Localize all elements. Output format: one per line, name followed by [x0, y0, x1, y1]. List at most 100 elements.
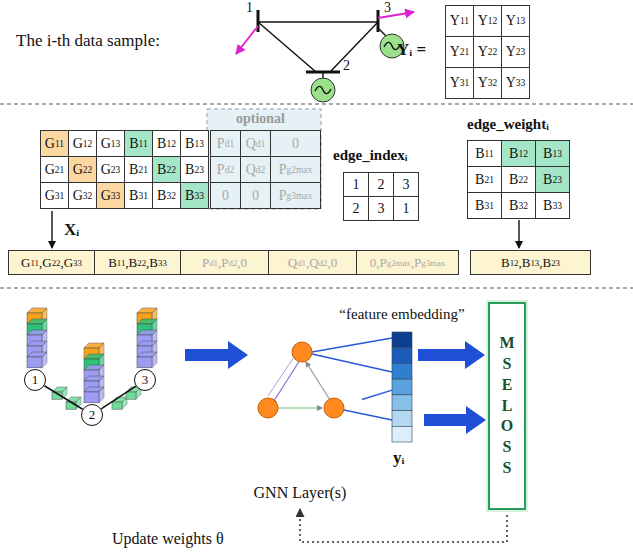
cube-face [84, 392, 99, 403]
embedding-vector [392, 332, 412, 442]
matrix-cell: B13 [180, 130, 209, 157]
matrix-cell: Pg3max [270, 182, 321, 209]
matrix-cell: B23 [180, 156, 209, 183]
embedding-label: “feature embedding” [339, 306, 464, 323]
embedding-cell [392, 411, 412, 427]
matrix-cell: B21 [467, 166, 502, 193]
matrix-cell: B23 [535, 166, 570, 193]
matrix-cell: Qd1 [240, 130, 271, 157]
power-system [258, 10, 386, 78]
bus-number: 2 [343, 58, 350, 74]
matrix-cell: B12 [152, 130, 181, 157]
loss-text: MSE LOSS [499, 333, 515, 479]
big-arrow [185, 341, 248, 369]
matrix-cell: G33 [96, 182, 125, 209]
matrix-cell: G21 [40, 156, 69, 183]
matrix-cell: B32 [152, 182, 181, 209]
big-arrow [418, 341, 485, 369]
generator-symbol [311, 34, 404, 102]
cube-face [152, 352, 157, 368]
cube-face [27, 357, 42, 368]
node-text: 3 [142, 373, 149, 387]
graph-node: 3 [134, 369, 156, 391]
matrix-cell: 0 [210, 182, 241, 209]
embedding-cell [392, 363, 412, 379]
matrix-cell: B33 [535, 192, 570, 219]
matrix-cell: B21 [124, 156, 153, 183]
output-name: yᵢ [393, 448, 405, 468]
matrix-cell: Y31 [445, 67, 474, 99]
connector [101, 386, 136, 409]
connector [44, 386, 82, 409]
down-arrow [51, 211, 52, 248]
gnn-graph [258, 338, 392, 420]
tensor-name: Xᵢ [64, 220, 79, 240]
embedding-cell [392, 348, 412, 364]
matrix-cell: G12 [68, 130, 97, 157]
matrix-cell: B32 [501, 192, 536, 219]
matrix-cell: Pd2 [210, 156, 241, 183]
matrix-cell: Pd1 [210, 130, 241, 157]
feedback-label: Update weights θ [112, 530, 224, 548]
matrix-cell: B11 [467, 140, 502, 167]
matrix-cell: Y22 [473, 36, 502, 68]
matrix-cell: 0 [270, 130, 321, 157]
embedding-cell [392, 332, 412, 348]
matrix-cell: Qd2 [240, 156, 271, 183]
tensor-name: edge_weightᵢ [467, 116, 549, 133]
matrix-cell: G32 [68, 182, 97, 209]
matrix-cell: Y32 [473, 67, 502, 99]
matrix-cell: 0 [240, 182, 271, 209]
separator [0, 288, 633, 289]
matrix-cell: Y13 [501, 5, 530, 37]
gnn-block: GNN Layer(s) [238, 330, 362, 508]
cube-face [42, 352, 47, 368]
embedding-cell [392, 395, 412, 411]
matrix-cell: 3 [393, 172, 419, 197]
vector-cell: G11,G22,G33 [8, 250, 95, 275]
cube-face [66, 402, 76, 409]
embedding-node: “feature embedding” [392, 332, 412, 442]
bus-number: 1 [246, 0, 253, 16]
matrix-cell: B22 [501, 166, 536, 193]
cube-face [99, 387, 104, 403]
optional-label: optional [236, 111, 285, 127]
feedback-arrow [300, 509, 507, 542]
vector-cell: Qd1,Qd2,0 [268, 250, 357, 275]
loss-box: MSE LOSS [488, 302, 526, 510]
matrix-cell: B33 [180, 182, 209, 209]
separator [0, 104, 633, 105]
cube-face [112, 402, 122, 409]
intro-text: The i-th data sample: [16, 31, 160, 51]
matrix-cell: 2 [343, 196, 369, 221]
vector-cell: Pd1,Pd2,0 [180, 250, 269, 275]
vector-cell: B11,B22,B33 [94, 250, 181, 275]
connector [362, 390, 392, 399]
load-arrow [378, 12, 414, 18]
matrix-cell: G11 [40, 130, 69, 157]
embedding-cell [392, 379, 412, 395]
matrix-cell: 2 [368, 172, 394, 197]
matrix-cell: B31 [124, 182, 153, 209]
matrix-cell: B13 [535, 140, 570, 167]
graph-node: 1 [24, 369, 46, 391]
vector-cell: B12,B13,B23 [470, 250, 591, 275]
matrix-cell: Y21 [445, 36, 474, 68]
node-text: 1 [32, 373, 39, 387]
node-features [27, 308, 157, 409]
matrix-cell: B12 [501, 140, 536, 167]
node-text: GNN Layer(s) [254, 484, 347, 502]
matrix-name: Yᵢ = [397, 40, 426, 60]
matrix-cell: G13 [96, 130, 125, 157]
matrix-cell: Y33 [501, 67, 530, 99]
matrix-cell: Y11 [445, 5, 474, 37]
matrix-cell: 1 [343, 172, 369, 197]
matrix-cell: B11 [124, 130, 153, 157]
big-arrow [424, 406, 486, 434]
node-text: 2 [89, 408, 96, 422]
graph-node: 2 [81, 404, 103, 426]
matrix-cell: Y12 [473, 5, 502, 37]
matrix-cell: Y23 [501, 36, 530, 68]
